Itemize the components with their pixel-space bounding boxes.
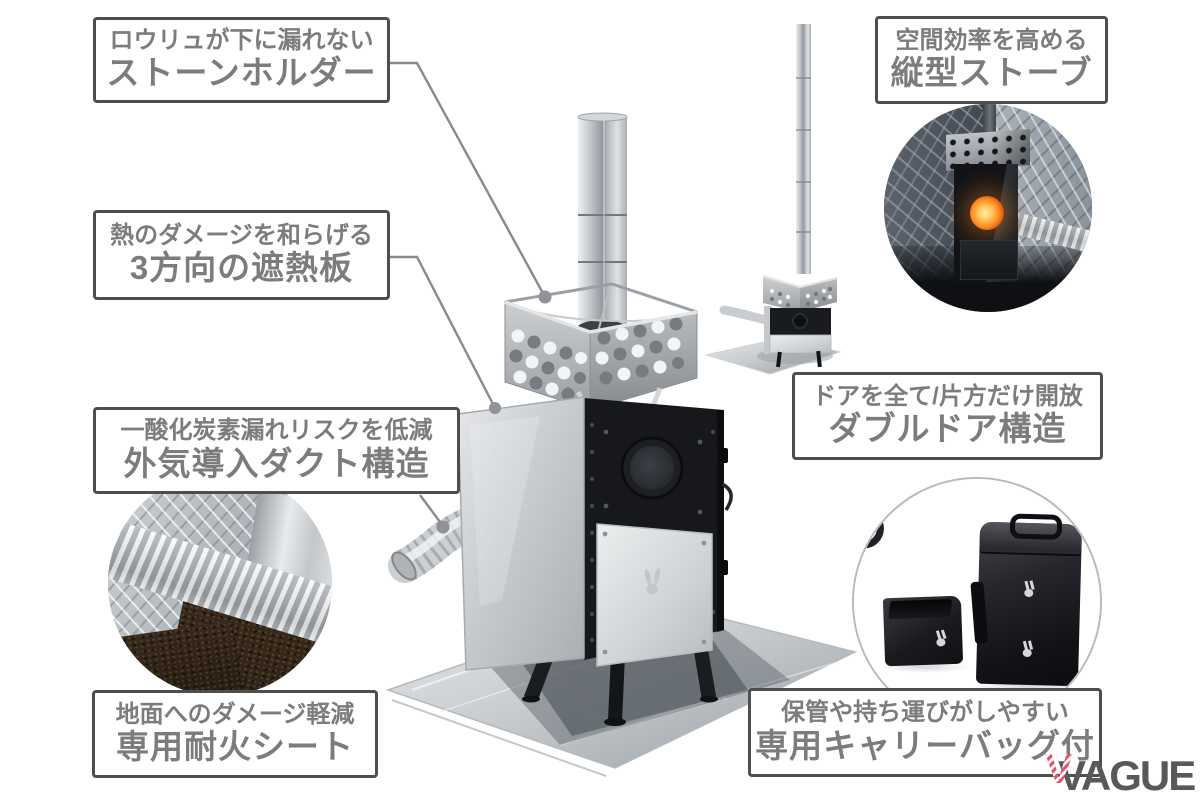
callout-title: ストーンホルダー <box>106 54 377 92</box>
callout-carry-bag: 保管や持ち運びがしやすい 専用キャリーバッグ付 <box>748 688 1102 777</box>
photo-duct-closeup <box>108 472 332 696</box>
photo-tent-stove <box>884 104 1092 312</box>
lower-door <box>596 523 713 667</box>
callout-air-intake-duct: 一酸化炭素漏れリスクを低減 外気導入ダクト構造 <box>93 407 460 494</box>
callout-line-air-duct <box>419 494 444 527</box>
callout-subtitle: 熱のダメージを和らげる <box>110 221 373 249</box>
door-latch <box>721 482 733 511</box>
door-hinge <box>719 448 728 463</box>
callout-subtitle: ドアを全て/片方だけ開放 <box>812 382 1083 410</box>
tent-stove-lower-door <box>960 240 1018 280</box>
callout-subtitle: 保管や持ち運びがしやすい <box>781 699 1069 727</box>
compact-basket-holes <box>769 286 833 308</box>
door-hinge <box>719 560 728 575</box>
compact-stove <box>704 24 842 375</box>
chimney <box>577 112 628 340</box>
door-window <box>630 446 674 490</box>
callout-subtitle: ロウリュが下に漏れない <box>109 26 374 54</box>
logo-text: VAGUE <box>1058 752 1195 796</box>
callout-subtitle: 地面へのダメージ軽減 <box>115 700 355 728</box>
upper-door <box>603 429 733 575</box>
callout-dot-air-duct <box>436 520 450 534</box>
callout-double-door: ドアを全て/片方だけ開放 ダブルドア構造 <box>792 372 1103 460</box>
callout-title: ダブルドア構造 <box>828 410 1067 448</box>
callout-lines <box>390 61 547 527</box>
callout-subtitle: 空間効率を高める <box>895 26 1088 54</box>
rabbit-logo <box>644 568 661 595</box>
callout-vertical-stove: 空間効率を高める 縦型ストーブ <box>875 16 1108 104</box>
callout-dot-heat-shield <box>489 402 501 414</box>
callout-line-heat-shield <box>390 255 497 409</box>
callout-dots <box>436 290 552 534</box>
stone-holder-basket <box>504 282 698 417</box>
callout-subtitle: 一酸化炭素漏れリスクを低減 <box>120 417 433 445</box>
logo-accent-v: V <box>1045 745 1073 792</box>
callout-stone-holder: ロウリュが下に漏れない ストーンホルダー <box>93 17 390 103</box>
fire-glow <box>970 196 1004 230</box>
callout-dot-stone-holder <box>538 290 552 304</box>
heat-shield-panel <box>457 396 585 671</box>
vague-logo: VAGUE V <box>1045 745 1196 796</box>
callout-title: 縦型ストーブ <box>890 54 1093 92</box>
callout-title: 外気導入ダクト構造 <box>123 444 430 482</box>
callout-title: 専用キャリーバッグ付 <box>755 726 1095 764</box>
callout-fireproof-sheet: 地面へのダメージ軽減 専用耐火シート <box>92 690 378 778</box>
callout-title: 専用耐火シート <box>116 728 354 766</box>
callout-title: 3方向の遮熱板 <box>129 249 354 287</box>
stove-body <box>584 398 733 667</box>
callout-line-stone-holder <box>390 61 547 298</box>
callout-heat-shield: 熱のダメージを和らげる 3方向の遮熱板 <box>93 210 390 300</box>
basket-holes <box>509 317 684 401</box>
